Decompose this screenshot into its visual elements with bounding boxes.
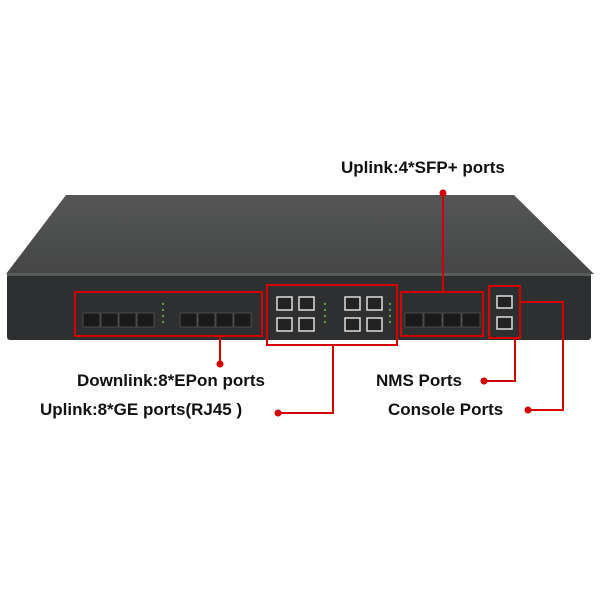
label-sfp-plus-ports: Uplink:4*SFP+ ports [341, 158, 505, 177]
label-downlink-epon-ports: Downlink:8*EPon ports [77, 371, 265, 390]
leader-dots [216, 189, 532, 417]
status-leds [161, 302, 392, 324]
leader-lines [219, 192, 564, 414]
console-nms-ports [496, 295, 513, 330]
label-nms-ports: NMS Ports [376, 371, 462, 390]
label-console-ports: Console Ports [388, 400, 504, 419]
rj45-ge-ports [276, 296, 383, 332]
sfp-plus-ports [404, 312, 481, 328]
label-ge-ports: Uplink:8*GE ports(RJ45 ) [40, 400, 243, 419]
sfp-downlink-ports [82, 312, 252, 328]
downlink-box [74, 291, 263, 337]
console-box [488, 285, 521, 339]
chassis-top [6, 195, 594, 274]
annotation-boxes [74, 284, 521, 346]
